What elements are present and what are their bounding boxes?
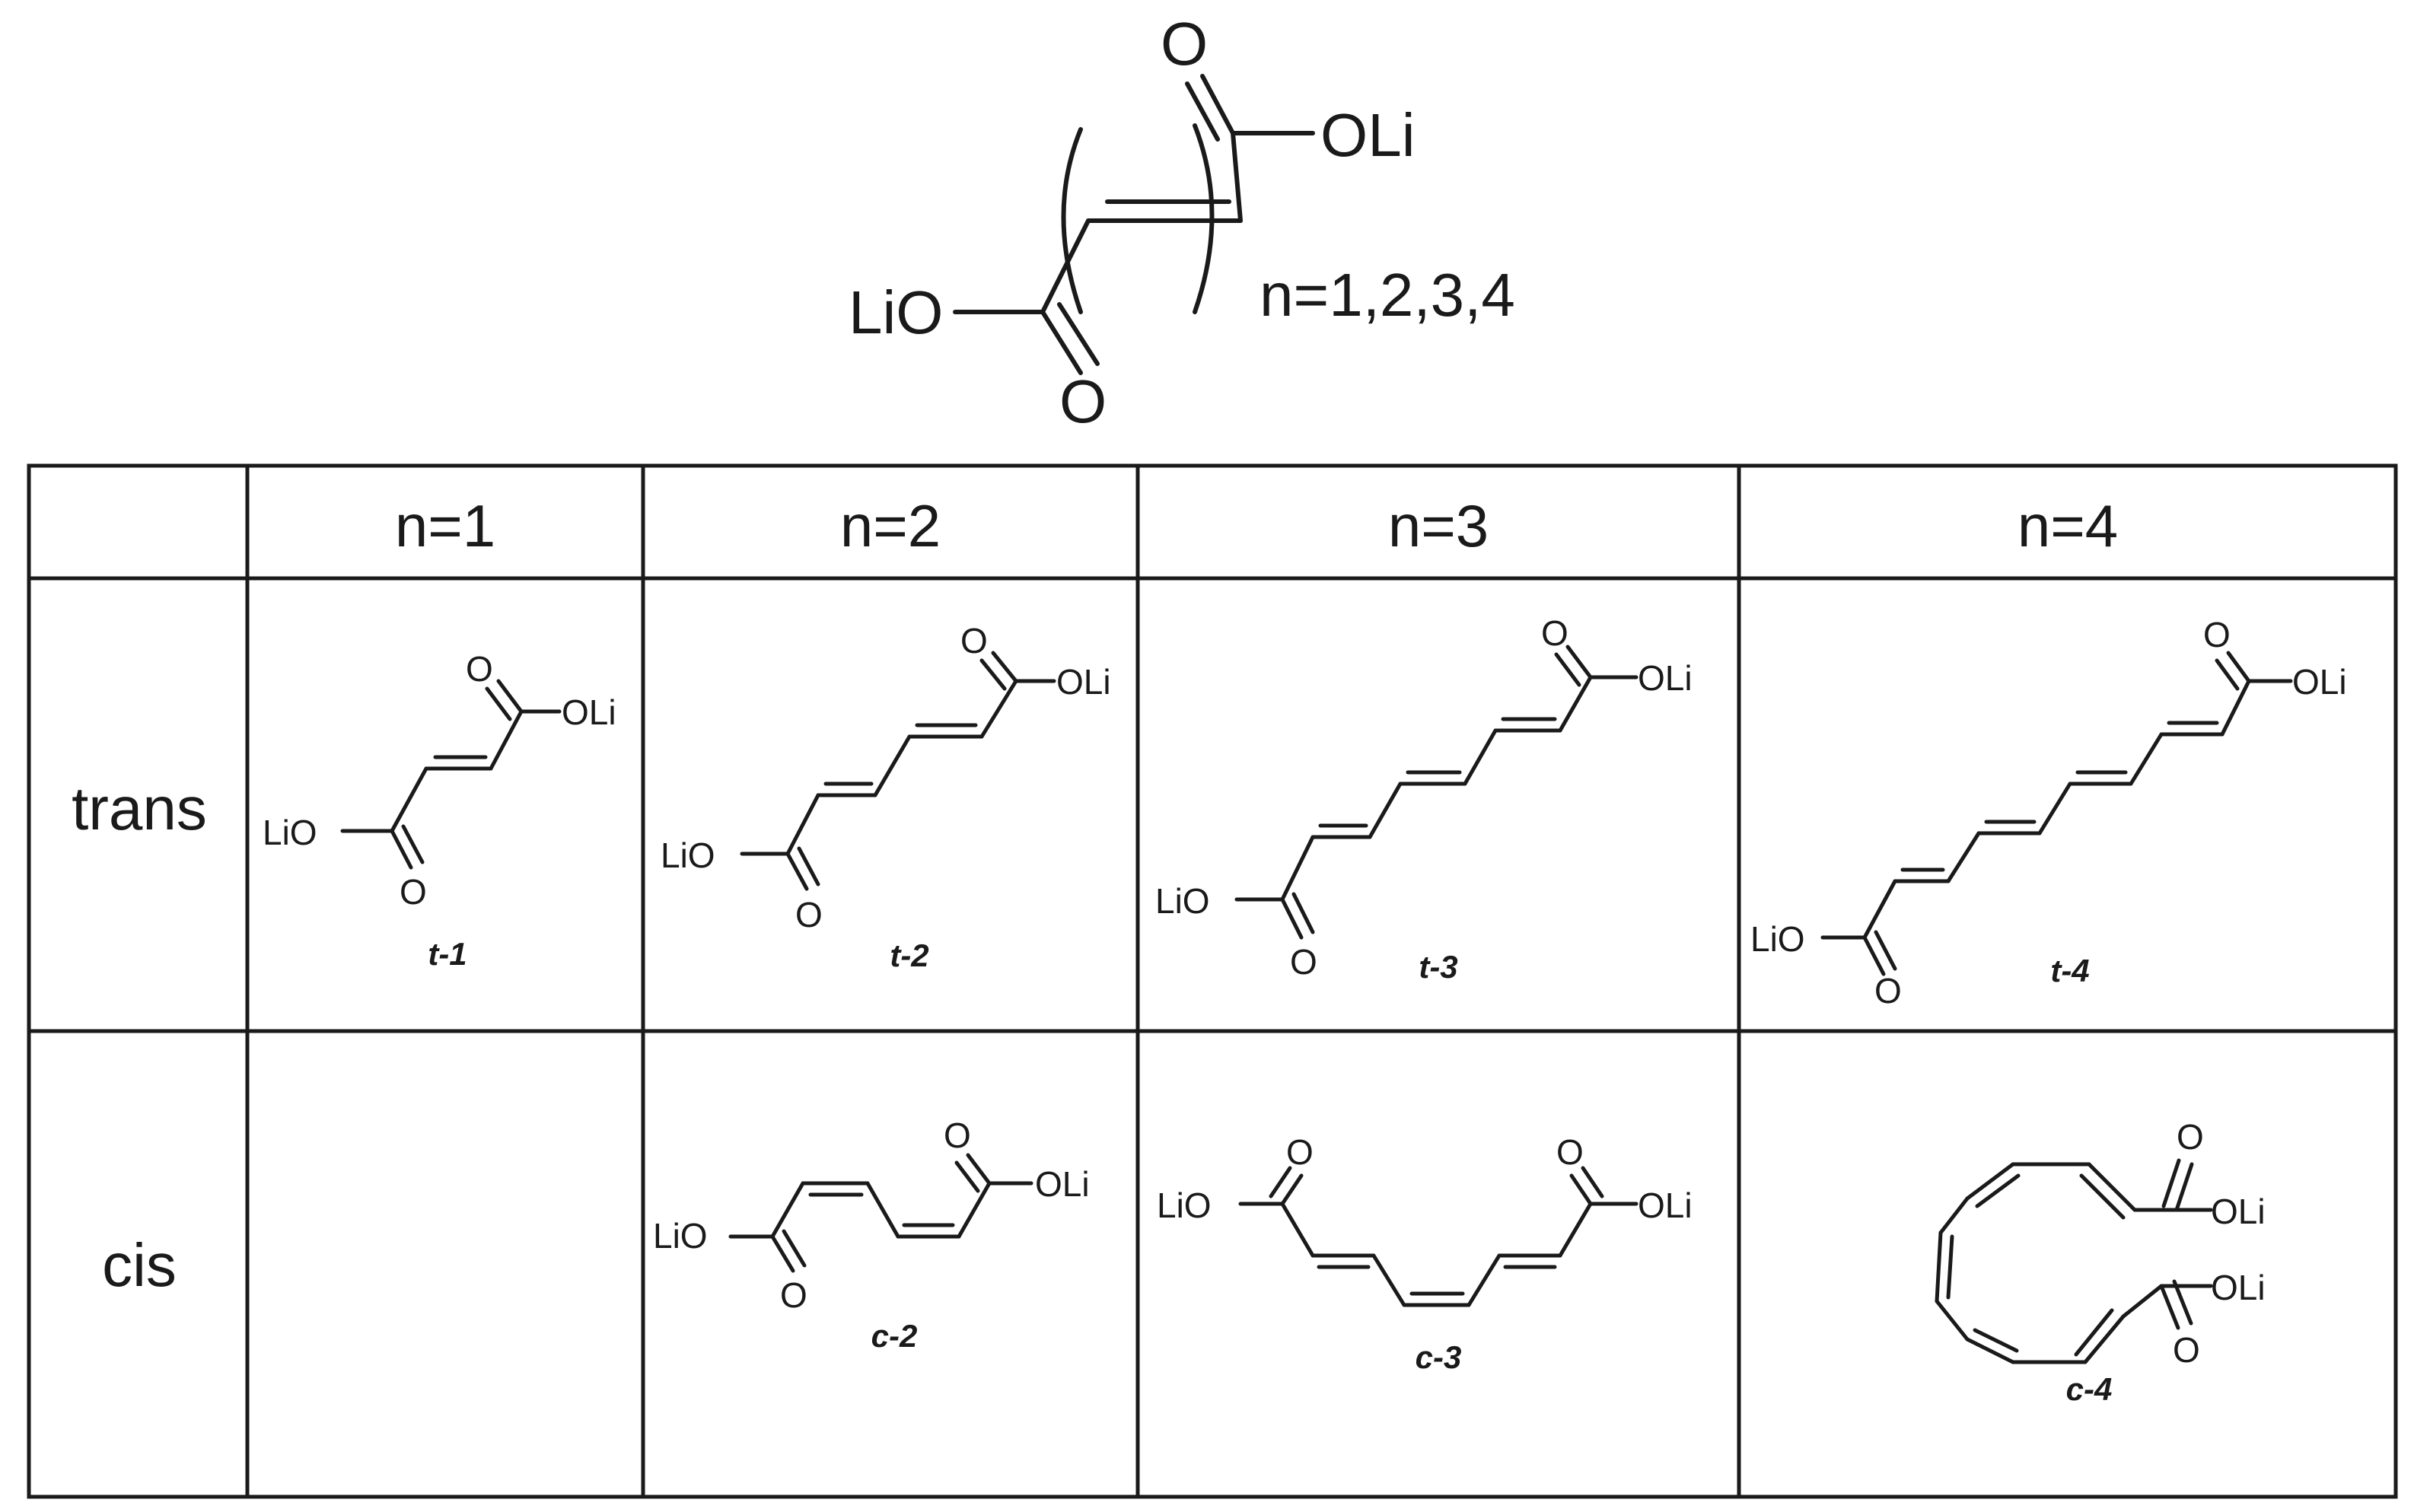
lio-label: LiO [263, 813, 317, 852]
oxygen-label: O [1556, 1132, 1584, 1172]
structure-c3: LiO O O OLi c-3 [1157, 1132, 1693, 1375]
oxygen-label: O [1541, 613, 1568, 653]
lio-label: LiO [653, 1216, 708, 1256]
oxygen-label: O [1161, 10, 1208, 78]
structure-t4: LiO O O OLi t-4 [1750, 615, 2347, 1011]
compound-label-c3: c-3 [1416, 1339, 1462, 1375]
compound-label-t2: t-2 [890, 937, 928, 973]
oxygen-label: O [2203, 615, 2231, 654]
oli-label: OLi [1035, 1164, 1090, 1204]
column-header-n3: n=3 [1388, 492, 1489, 559]
oxygen-label: O [780, 1275, 807, 1315]
oxygen-label: O [1286, 1132, 1314, 1172]
oxygen-label: O [1059, 368, 1107, 435]
oli-label: OLi [2211, 1268, 2266, 1307]
lio-label: LiO [661, 836, 715, 875]
column-header-n4: n=4 [2018, 492, 2118, 559]
lio-label: LiO [1750, 919, 1805, 959]
column-headers: n=1 n=2 n=3 n=4 [395, 492, 2118, 559]
table-grid [27, 463, 2398, 1499]
row-headers: trans cis [72, 775, 207, 1299]
oxygen-label: O [960, 621, 988, 661]
structure-t2: LiO O O OLi t-2 [661, 621, 1111, 973]
lio-label: LiO [1155, 881, 1210, 921]
oxygen-label: O [944, 1116, 971, 1155]
oli-label: OLi [1320, 101, 1416, 169]
general-structure: LiO O O OLi n=1,2,3,4 [849, 10, 1515, 435]
oli-label: OLi [1056, 662, 1111, 702]
lio-label: LiO [1157, 1186, 1212, 1225]
structure-t3: LiO O O OLi t-3 [1155, 613, 1693, 985]
structure-c2: LiO O O OLi c-2 [653, 1116, 1090, 1354]
compound-label-t3: t-3 [1419, 949, 1457, 985]
compound-label-c2: c-2 [871, 1318, 918, 1354]
oli-label: OLi [2292, 662, 2347, 702]
row-header-trans: trans [72, 775, 207, 842]
oli-label: OLi [562, 692, 616, 732]
row-header-cis: cis [102, 1231, 177, 1299]
structure-t1: LiO O O OLi t-1 [263, 649, 616, 972]
compound-label-c4: c-4 [2066, 1371, 2113, 1407]
oxygen-label: O [2177, 1117, 2204, 1157]
oxygen-label: O [795, 895, 823, 934]
column-header-n2: n=2 [840, 492, 941, 559]
oxygen-label: O [2173, 1330, 2200, 1370]
n-values-label: n=1,2,3,4 [1260, 261, 1515, 329]
oxygen-label: O [400, 872, 427, 912]
oxygen-label: O [1874, 971, 1902, 1011]
oxygen-label: O [466, 649, 493, 689]
structure-c4: O OLi OLi O c-4 [1935, 1117, 2266, 1407]
oli-label: OLi [1638, 658, 1693, 698]
compound-label-t1: t-1 [428, 936, 467, 972]
column-header-n1: n=1 [395, 492, 495, 559]
oli-label: OLi [2211, 1192, 2266, 1231]
oli-label: OLi [1638, 1186, 1693, 1225]
lio-label: LiO [849, 279, 944, 346]
compound-label-t4: t-4 [2050, 953, 2089, 988]
oxygen-label: O [1290, 942, 1317, 982]
